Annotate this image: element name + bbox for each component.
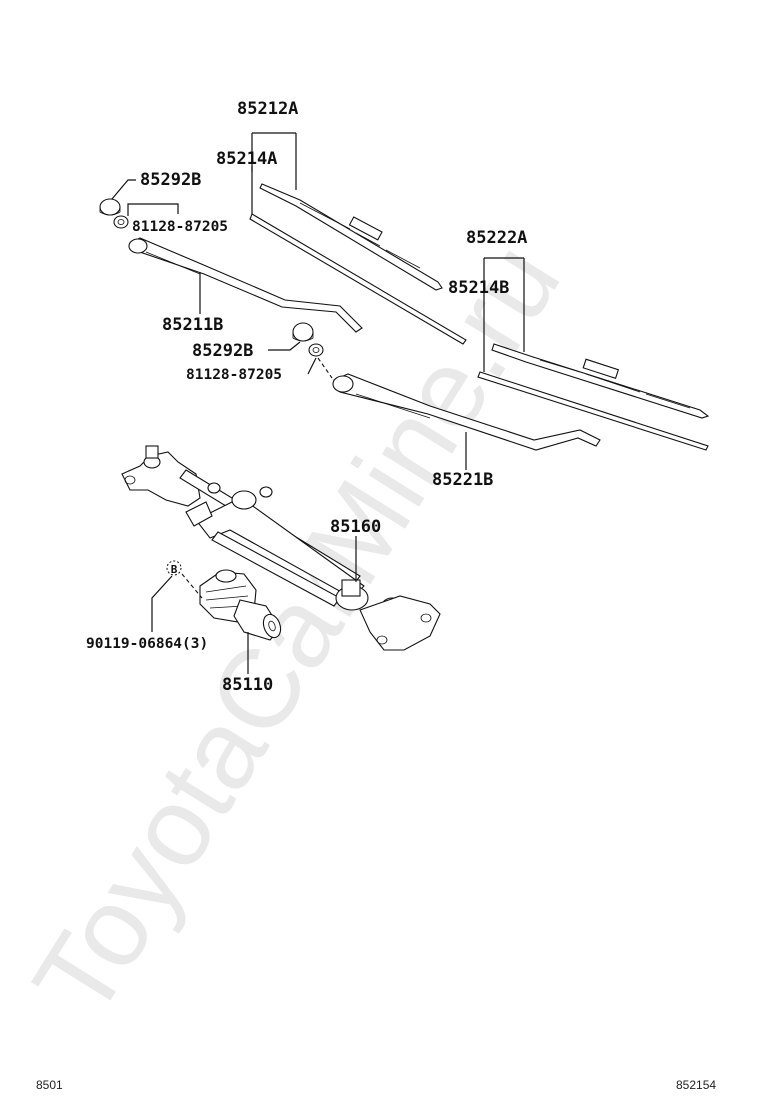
nut-81128-mid[interactable] xyxy=(308,343,324,357)
label-81128-mid: 81128-87205 xyxy=(186,367,282,383)
label-85292B-mid: 85292B xyxy=(192,341,253,361)
label-81128-top: 81128-87205 xyxy=(132,219,228,235)
blade-insert-85214B[interactable] xyxy=(477,371,709,451)
bolt-marker-letter: B xyxy=(171,563,178,576)
label-85222A: 85222A xyxy=(466,228,527,248)
label-85214A: 85214A xyxy=(216,149,277,169)
cap-85292B-top[interactable] xyxy=(99,198,121,216)
label-85160: 85160 xyxy=(330,517,381,537)
wiper-blade-85212A[interactable] xyxy=(259,183,443,291)
leader-90119 xyxy=(151,575,173,632)
install-line-bolt xyxy=(181,573,203,599)
label-85214B: 85214B xyxy=(448,278,509,298)
label-85110: 85110 xyxy=(222,675,273,695)
wiper-linkage-85160[interactable] xyxy=(121,445,441,651)
cap-85292B-mid[interactable] xyxy=(292,322,314,342)
leader-85212A xyxy=(251,132,297,214)
label-90119: 90119-06864(3) xyxy=(86,636,208,652)
bolt-marker[interactable]: B xyxy=(166,560,182,576)
wiper-motor-85110[interactable] xyxy=(199,569,284,641)
leader-85222A xyxy=(483,257,525,372)
wiper-blade-85222A[interactable] xyxy=(491,343,710,419)
blade-insert-85214A[interactable] xyxy=(249,213,467,345)
install-line-mid xyxy=(317,357,333,379)
footer-page-code: 8501 xyxy=(36,1078,63,1092)
nut-81128-top[interactable] xyxy=(113,215,129,229)
label-85211B: 85211B xyxy=(162,315,223,335)
leader-81128-mid xyxy=(307,357,317,375)
leader-81128-top xyxy=(127,203,179,216)
label-85212A: 85212A xyxy=(237,99,298,119)
wiper-arm-85211B[interactable] xyxy=(128,237,363,333)
leader-85292B-top xyxy=(111,179,136,200)
label-85221B: 85221B xyxy=(432,470,493,490)
leader-85292B-mid xyxy=(268,341,301,351)
footer-illustration-code: 852154 xyxy=(676,1078,716,1092)
wiper-arm-85221B[interactable] xyxy=(332,373,601,451)
label-85292B-top: 85292B xyxy=(140,170,201,190)
